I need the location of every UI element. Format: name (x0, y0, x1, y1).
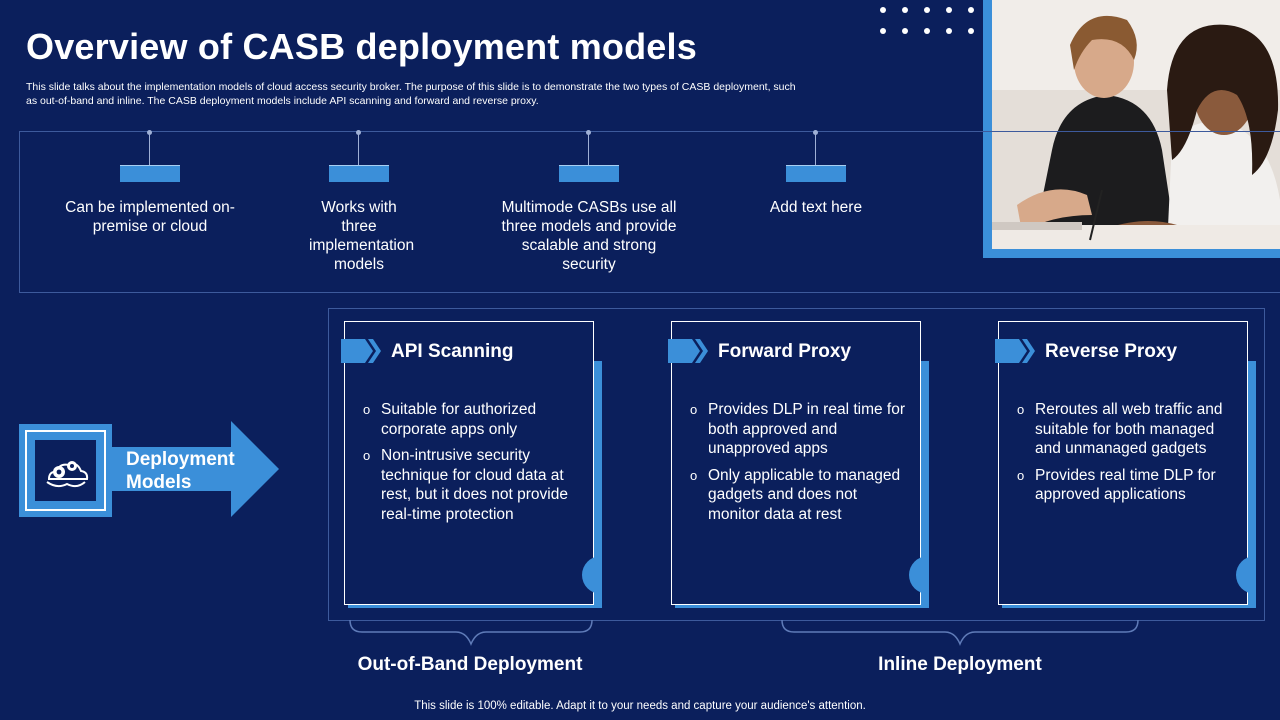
chevron-right-icon (341, 339, 381, 363)
out-of-band-deployment-label: Out-of-Band Deployment (357, 654, 583, 675)
list-item: Non-intrusive security technique for clo… (361, 446, 586, 524)
list-item: Provides real time DLP for approved appl… (1015, 466, 1240, 505)
feature-text: Works with three implementation models (309, 199, 415, 273)
slide-footer: This slide is 100% editable. Adapt it to… (414, 700, 866, 712)
feature-text: Add text here (769, 199, 863, 216)
model-points: Reroutes all web traffic and suitable fo… (1015, 400, 1240, 512)
deployment-models-label: Deployment Models (126, 449, 235, 493)
out-of-band-brace (349, 620, 593, 646)
list-item: Only applicable to managed gadgets and d… (688, 466, 913, 525)
list-item: Provides DLP in real time for both appro… (688, 400, 913, 459)
model-card-reverse-proxy: Reverse Proxy Reroutes all web traffic a… (995, 321, 1256, 608)
features-panel: Can be implemented on-premise or cloud W… (19, 130, 1280, 293)
model-card-forward-proxy: Forward Proxy Provides DLP in real time … (668, 321, 929, 608)
cloud-gears-icon (35, 440, 96, 501)
feature-tab-marker (559, 165, 619, 182)
slide-title: Overview of CASB deployment models (26, 26, 697, 67)
feature-tab-marker (329, 165, 389, 182)
feature-text: Can be implemented on-premise or cloud (65, 199, 235, 235)
model-points: Suitable for authorized corporate apps o… (361, 400, 586, 531)
model-title: API Scanning (391, 341, 514, 362)
inline-brace (781, 620, 1139, 646)
model-card-api-scanning: API Scanning Suitable for authorized cor… (341, 321, 602, 608)
slide-description: This slide talks about the implementatio… (26, 81, 796, 107)
feature-tab-marker (786, 165, 846, 182)
chevron-right-icon (668, 339, 708, 363)
chevron-right-icon (995, 339, 1035, 363)
model-points: Provides DLP in real time for both appro… (688, 400, 913, 531)
inline-deployment-label: Inline Deployment (878, 654, 1042, 675)
list-item: Reroutes all web traffic and suitable fo… (1015, 400, 1240, 459)
models-panel (328, 308, 1265, 621)
feature-tab-marker (120, 165, 180, 182)
list-item: Suitable for authorized corporate apps o… (361, 400, 586, 439)
model-title: Reverse Proxy (1045, 341, 1178, 362)
team-photo (992, 0, 1280, 249)
model-title: Forward Proxy (718, 341, 852, 362)
feature-text: Multimode CASBs use all three models and… (501, 199, 677, 273)
